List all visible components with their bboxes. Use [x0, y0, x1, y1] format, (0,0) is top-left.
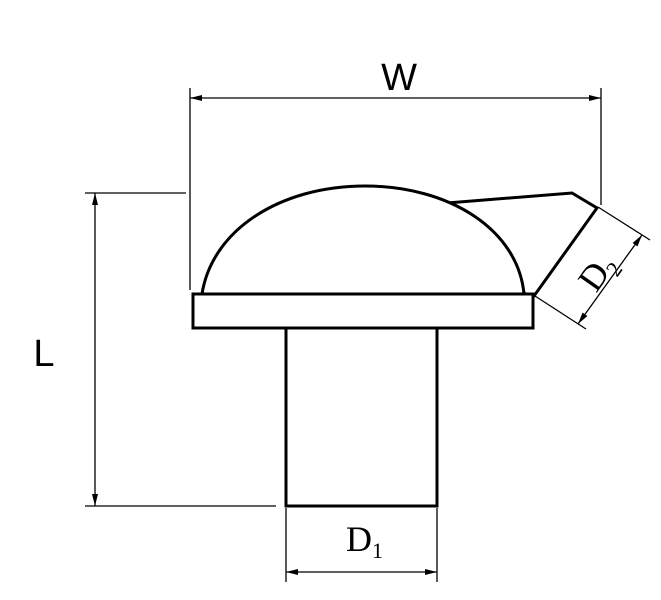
label-shank-diameter: D [346, 519, 372, 559]
label-width: W [381, 57, 417, 99]
extension-line-d2-upper [597, 206, 651, 241]
rivet-part [191, 184, 600, 508]
dimension-width: W [189, 57, 602, 290]
dimension-length: L [33, 192, 276, 507]
rivet-shank [284, 326, 439, 508]
rivet-collar [191, 292, 535, 330]
dimension-shank-diameter: D 1 [285, 508, 438, 582]
label-shank-diameter-subscript: 1 [372, 538, 383, 563]
extension-line-d2-lower [534, 295, 587, 330]
label-length: L [33, 333, 54, 375]
dimension-line-d2 [577, 234, 643, 325]
rivet-dome [200, 184, 526, 296]
